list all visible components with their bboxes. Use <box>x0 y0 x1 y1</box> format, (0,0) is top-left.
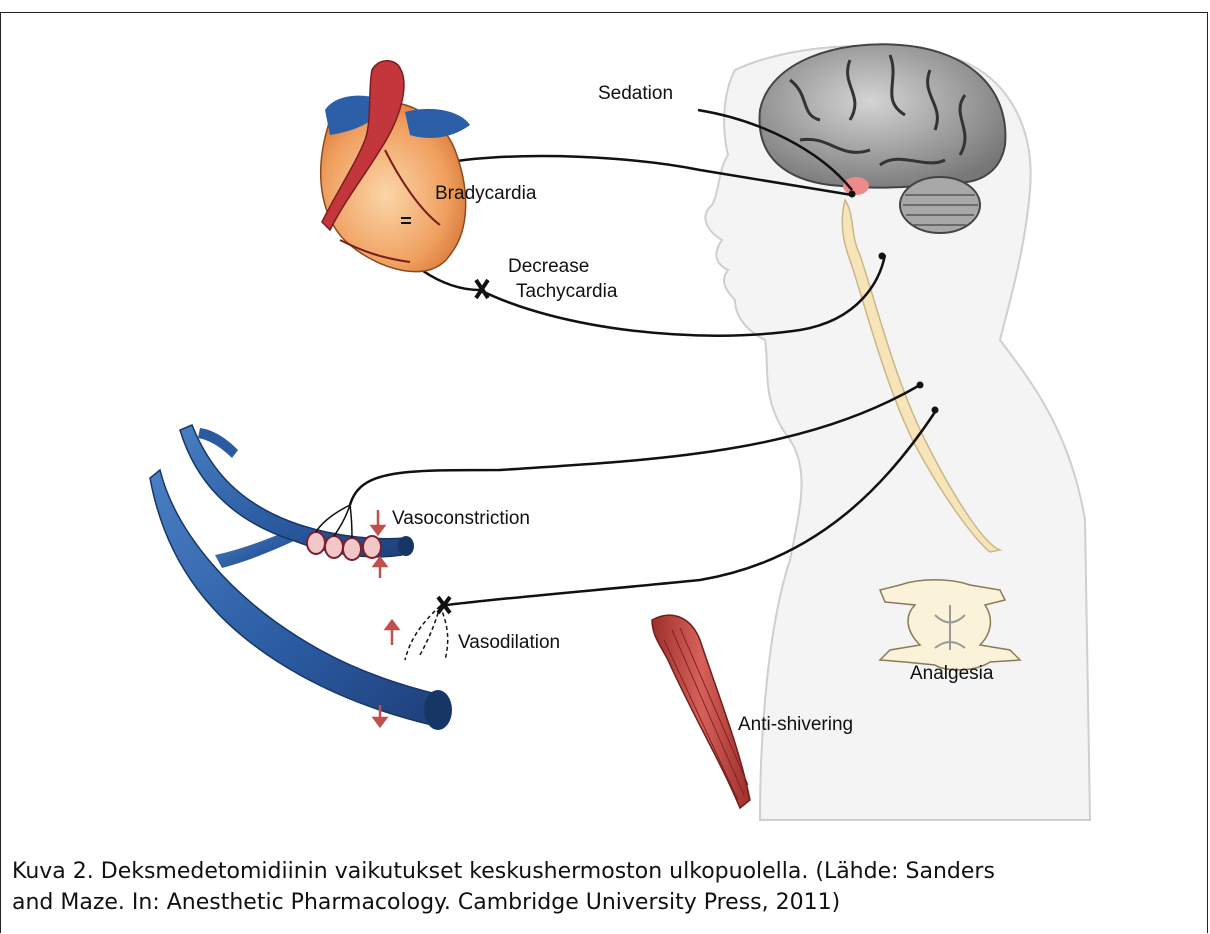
caption-line-2: and Maze. In: Anesthetic Pharmacology. C… <box>12 887 1192 918</box>
muscle <box>652 615 750 808</box>
label-anti-shivering: Anti-shivering <box>738 714 853 735</box>
caption-line-1: Kuva 2. Deksmedetomidiinin vaikutukset k… <box>12 856 1192 887</box>
label-vasoconstriction: Vasoconstriction <box>392 508 530 529</box>
label-vasodilation: Vasodilation <box>458 632 560 653</box>
blood-vessels <box>150 425 452 730</box>
figure-caption: Kuva 2. Deksmedetomidiinin vaikutukset k… <box>12 856 1192 918</box>
label-decrease: Decrease <box>508 256 589 277</box>
label-bradycardia: Bradycardia <box>435 183 537 204</box>
heart <box>321 61 470 272</box>
label-analgesia: Analgesia <box>910 663 994 684</box>
label-tachycardia: Tachycardia <box>516 281 618 302</box>
label-sedation: Sedation <box>598 83 673 104</box>
